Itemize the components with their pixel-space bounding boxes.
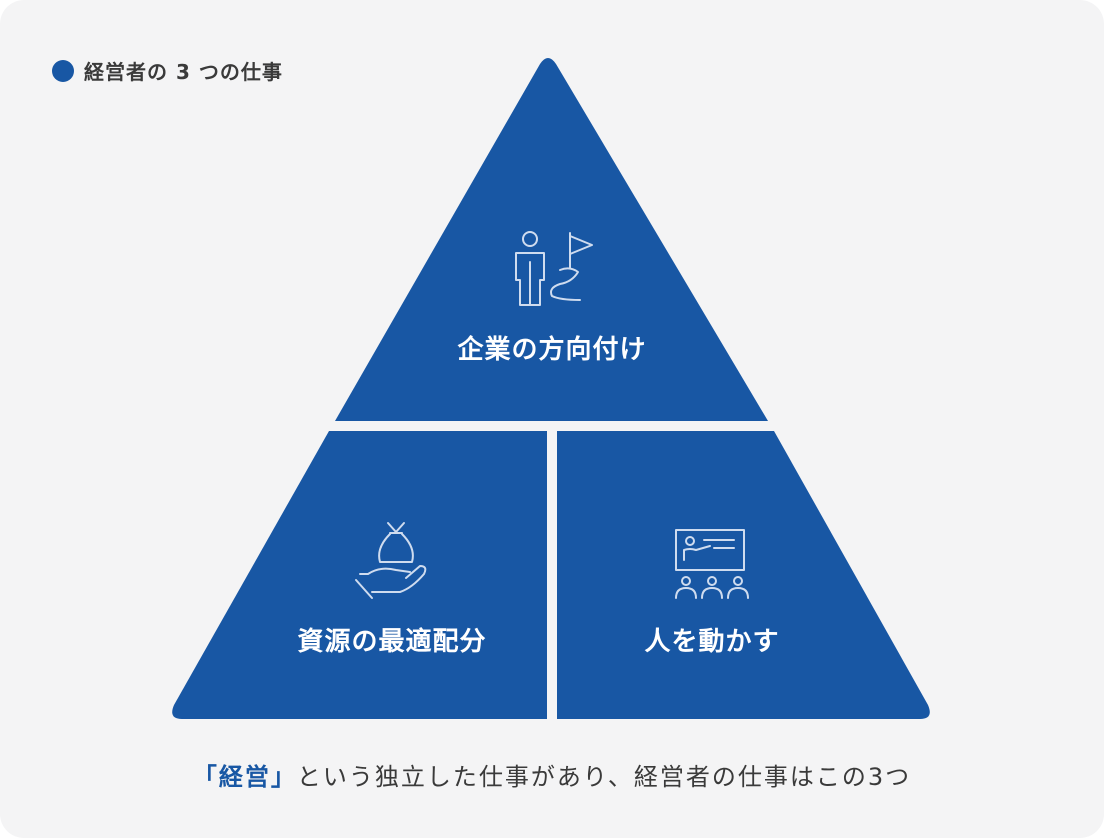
section-title: 経営者の 3 つの仕事 xyxy=(52,56,283,85)
bottom-left-segment-label: 資源の最適配分 xyxy=(297,626,486,657)
caption: 「経営」という独立した仕事があり、経営者の仕事はこの3つ xyxy=(0,757,1104,792)
person-flag-icon xyxy=(515,231,593,306)
pyramid-bottom-left-segment xyxy=(172,431,547,719)
presenter-audience-icon xyxy=(675,529,749,599)
bullet-dot-icon xyxy=(52,59,74,82)
top-segment-label: 企業の方向付け xyxy=(457,334,646,365)
caption-text: という独立した仕事があり、経営者の仕事はこの3つ xyxy=(296,763,912,791)
pyramid-bottom-right-segment xyxy=(557,431,930,719)
caption-highlight: 「経営」 xyxy=(192,763,297,791)
pyramid-top-segment xyxy=(335,58,768,421)
hand-money-bag-icon xyxy=(355,522,427,599)
section-title-text: 経営者の 3 つの仕事 xyxy=(84,60,283,84)
bottom-right-segment-label: 人を動かす xyxy=(644,627,779,657)
